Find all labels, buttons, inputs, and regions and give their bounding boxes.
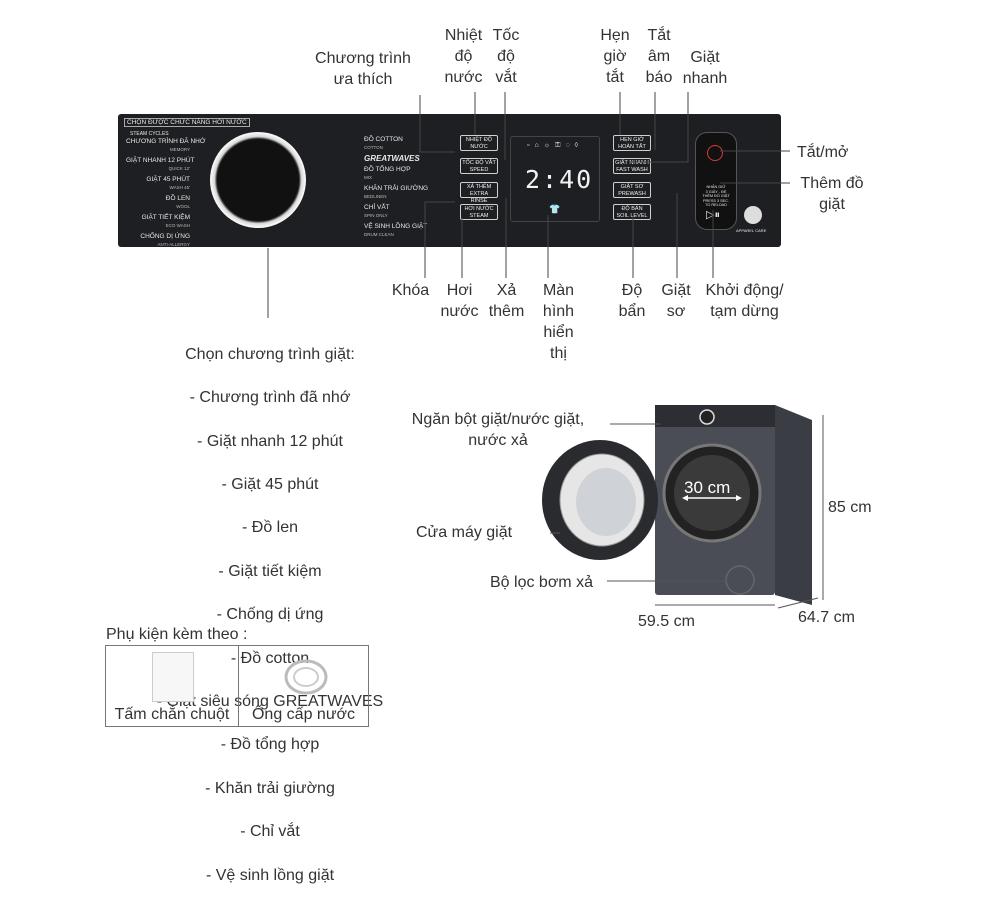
apparel-care-logo bbox=[744, 206, 762, 224]
list-item: - Giặt nhanh 12 phút bbox=[197, 432, 343, 450]
callout-favorite: Chương trình ưa thích bbox=[315, 50, 411, 88]
callout-screen: Màn hình hiển thị bbox=[542, 282, 575, 362]
accessory-label: Tấm chắn chuột bbox=[114, 706, 230, 723]
start-hint: NHẤN GIỮ 3 GIÂY - ĐỂ THÊM ĐỒ GIẶT PRESS … bbox=[702, 185, 730, 207]
list-item: - Chống dị ứng bbox=[216, 606, 324, 624]
list-item: - Chỉ vắt bbox=[240, 823, 300, 841]
washer-side bbox=[775, 405, 812, 605]
shirt-icon: 👕 bbox=[549, 204, 561, 214]
list-item: - Vệ sinh lồng giặt bbox=[205, 866, 335, 884]
list-item: - Đồ len bbox=[241, 519, 299, 537]
steam-button[interactable]: HƠI NƯỚC STEAM bbox=[460, 204, 498, 220]
water-temp-button[interactable]: NHIỆT ĐỘ NƯỚC bbox=[460, 135, 498, 151]
display-screen: ▫⌂☼⚿◌◊ 2:40 👕 bbox=[510, 136, 600, 222]
list-item: - Chương trình đã nhớ bbox=[189, 389, 351, 407]
height-dimension: 85 cm bbox=[828, 499, 872, 516]
steam-cycles-label: STEAM CYCLES bbox=[130, 131, 169, 137]
callout-lock: Khóa bbox=[391, 282, 430, 299]
spin-speed-button[interactable]: TỐC ĐỘ VẮT SPEED bbox=[460, 158, 498, 174]
list-item: - Khăn trải giường bbox=[205, 779, 335, 797]
callout-prewash: Giặt sơ bbox=[661, 282, 691, 320]
callout-extra-rinse: Xả thêm bbox=[488, 282, 525, 320]
callout-mute: Tắt âm báo bbox=[645, 27, 673, 86]
callout-start-pause: Khởi động/ tạm dừng bbox=[705, 282, 784, 320]
program-dial[interactable] bbox=[210, 132, 306, 228]
control-panel: CHỌN ĐƯỢC CHỨC NĂNG HƠI NƯỚC STEAM CYCLE… bbox=[118, 114, 781, 247]
callout-soil-level: Độ bẩn bbox=[618, 282, 646, 320]
extra-rinse-button[interactable]: XẢ THÊM EXTRA RINSE bbox=[460, 182, 498, 204]
label-door: Cửa máy giặt bbox=[416, 524, 513, 541]
water-hose-image bbox=[284, 659, 328, 695]
panel-header: CHỌN ĐƯỢC CHỨC NĂNG HƠI NƯỚC bbox=[124, 118, 250, 127]
power-start-panel: NHẤN GIỮ 3 GIÂY - ĐỂ THÊM ĐỒ GIẶT PRESS … bbox=[695, 132, 737, 230]
display-time: 2:40 bbox=[525, 165, 594, 194]
timer-button[interactable]: HẸN GIỜ HOÀN TẤT bbox=[613, 135, 651, 151]
callout-water-temp: Nhiệt độ nước bbox=[444, 27, 483, 86]
callout-timer: Hẹn giờ tắt bbox=[600, 27, 630, 86]
washer-top-panel bbox=[655, 405, 775, 427]
list-item: - Giặt 45 phút bbox=[221, 475, 319, 493]
list-item: - Giặt tiết kiệm bbox=[218, 562, 322, 580]
callout-add-laundry: Thêm đồ giặt bbox=[800, 175, 864, 213]
callout-spin-speed: Tốc độ vắt bbox=[492, 27, 520, 86]
callout-lines bbox=[267, 92, 790, 318]
width-dimension: 59.5 cm bbox=[638, 613, 695, 630]
drain-filter bbox=[725, 565, 755, 595]
prewash-button[interactable]: GIẶT SƠ PREWASH bbox=[613, 182, 651, 198]
washer-illustration bbox=[542, 405, 824, 609]
accessories-table: Tấm chắn chuột Ống cấp nước bbox=[105, 645, 369, 727]
depth-dimension: 64.7 cm bbox=[798, 609, 855, 626]
label-filter: Bộ lọc bơm xả bbox=[490, 574, 593, 591]
accessories-title: Phụ kiện kèm theo : bbox=[106, 626, 248, 643]
accessory-label: Ống cấp nước bbox=[251, 706, 356, 723]
door-diameter: 30 cm bbox=[684, 478, 731, 497]
callout-quick-wash: Giặt nhanh bbox=[682, 49, 728, 87]
label-detergent-drawer: Ngăn bột giặt/nước giặt, nước xả bbox=[411, 411, 585, 449]
power-button[interactable] bbox=[707, 145, 723, 161]
callout-steam: Hơi nước bbox=[440, 282, 479, 320]
fast-wash-button[interactable]: GIẶT NHANH FAST WASH bbox=[613, 158, 651, 174]
apparel-care-label: APPAREL CARE bbox=[736, 228, 767, 233]
display-status-icons: ▫⌂☼⚿◌◊ bbox=[527, 142, 584, 149]
program-list-title: Chọn chương trình giặt: bbox=[185, 345, 355, 363]
soil-level-button[interactable]: ĐỘ BẨN SOIL LEVEL bbox=[613, 204, 651, 220]
callout-power: Tắt/mở bbox=[797, 144, 849, 161]
mouse-guard-image bbox=[152, 652, 194, 702]
list-item: - Đồ tổng hợp bbox=[220, 736, 320, 754]
